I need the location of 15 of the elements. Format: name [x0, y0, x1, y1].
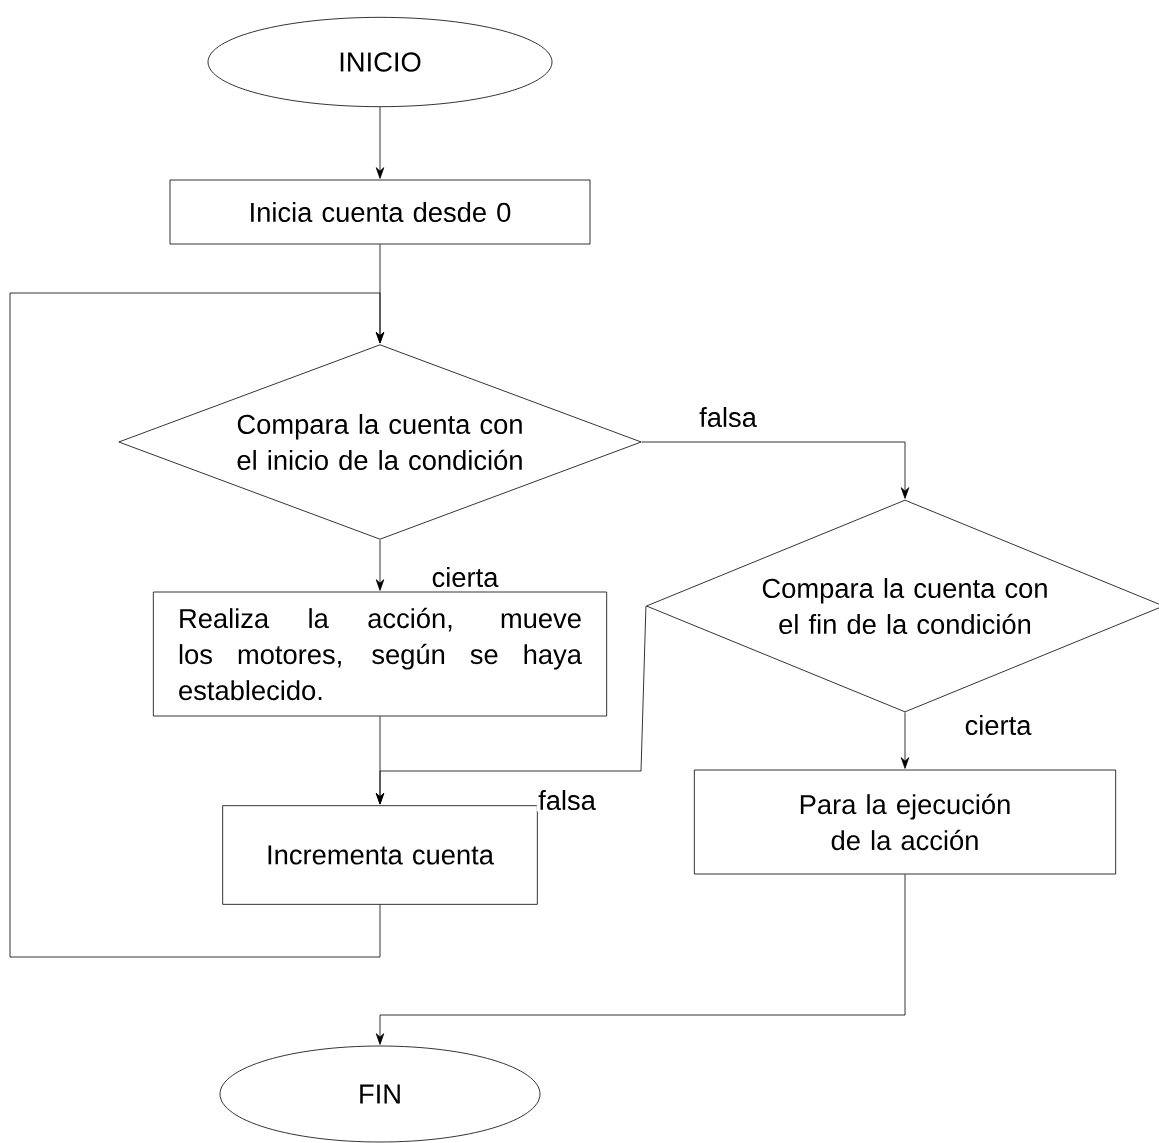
process-box: Incrementa cuenta: [222, 805, 538, 905]
edge-label: falsa: [697, 405, 759, 429]
arrow: [375, 106, 385, 179]
process-box: Para la ejecución de la acción: [693, 769, 1117, 875]
edge-label: cierta: [430, 565, 500, 589]
arrow: [9, 292, 385, 958]
edge-label: falsa: [536, 788, 598, 812]
process-box: Realiza la acción, mueve los motores, según se haya establecido.: [152, 591, 608, 717]
arrow: [900, 712, 910, 769]
arrow: [375, 539, 385, 591]
arrow: [375, 874, 906, 1045]
arrow: [375, 605, 647, 805]
arrow: [641, 441, 910, 499]
edge-label: cierta: [963, 713, 1033, 737]
process-box: Inicia cuenta desde 0: [169, 179, 591, 245]
